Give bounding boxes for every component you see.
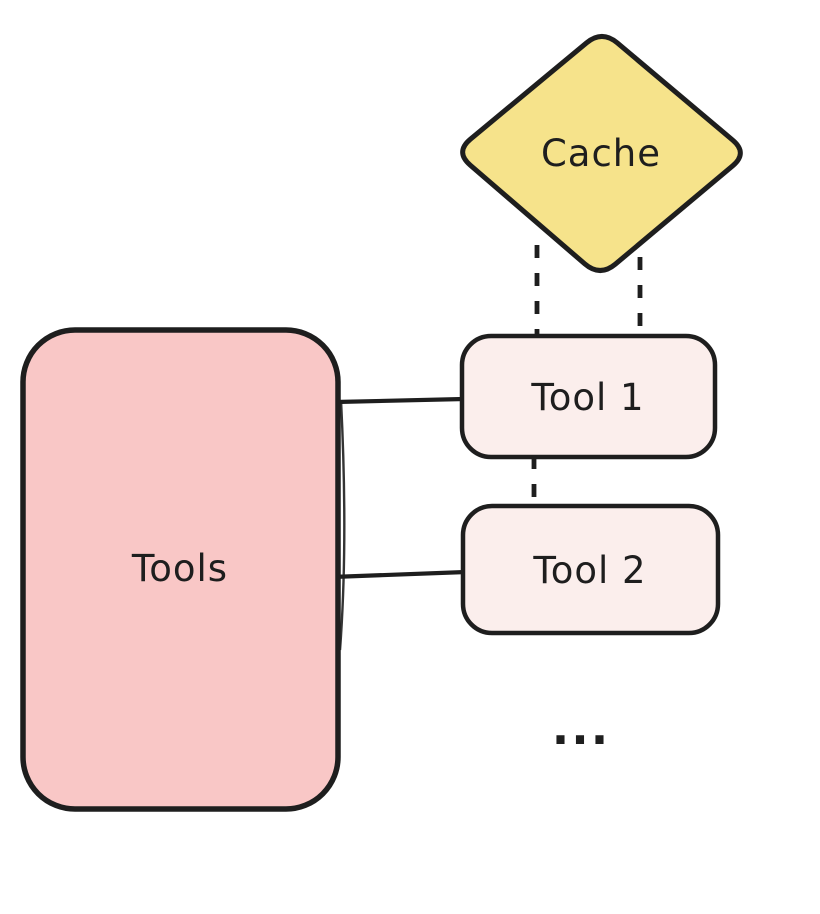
edge-tools-to-tool2 — [331, 569, 467, 580]
tools-box — [20, 327, 341, 812]
tool2-label: Tool 2 — [532, 549, 646, 592]
edge-tools-to-tool1 — [335, 396, 465, 405]
node-tool1: Tool 1 — [459, 333, 718, 460]
node-cache: Cache — [460, 33, 743, 274]
tool1-label: Tool 1 — [530, 376, 644, 419]
more-tools-ellipsis: ... — [552, 701, 610, 755]
tools-label: Tools — [131, 547, 228, 590]
cache-label: Cache — [541, 132, 661, 175]
tool2-box — [460, 503, 721, 636]
node-tools: Tools — [20, 327, 346, 812]
cache-diamond — [460, 33, 743, 274]
tool1-box — [459, 333, 718, 460]
node-tool2: Tool 2 — [460, 503, 721, 636]
tools-box-overdraw — [338, 399, 346, 651]
